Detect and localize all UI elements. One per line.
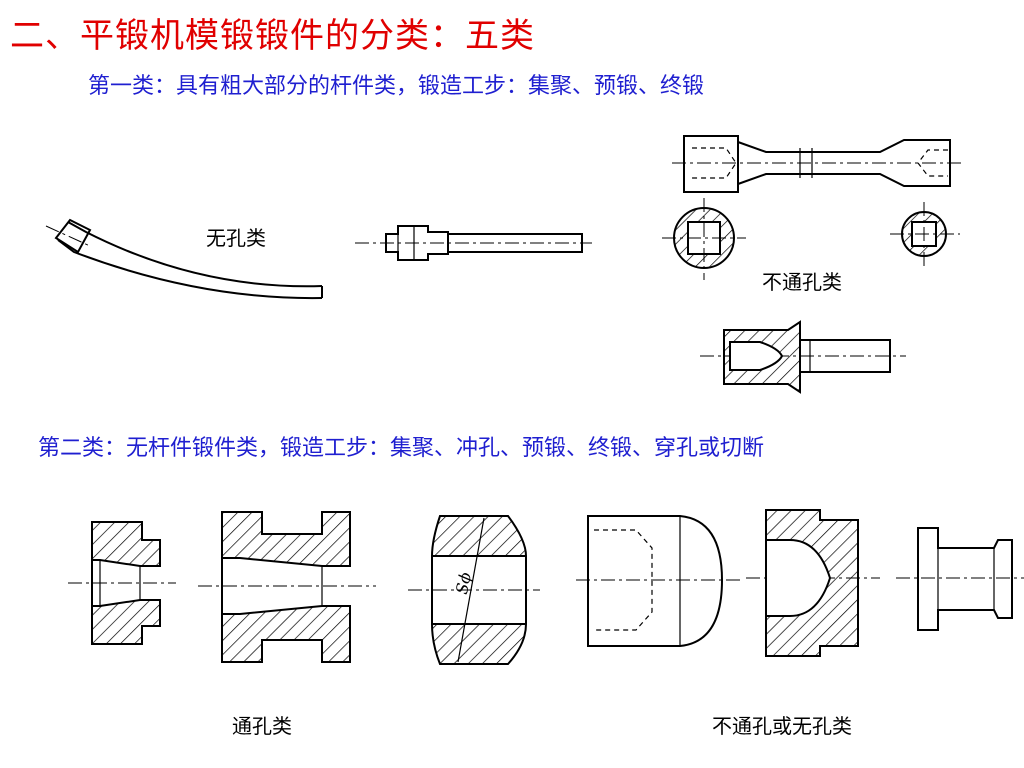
blind-hole-dome-part <box>576 515 744 647</box>
label-blind-or-no-hole: 不通孔或无孔类 <box>712 714 852 738</box>
label-no-hole: 无孔类 <box>206 226 266 250</box>
socket-shaft-drawing <box>672 135 962 193</box>
cross-section-right <box>890 202 960 266</box>
dimension-mark: Sϕ <box>452 571 475 596</box>
spherical-part: Sϕ <box>408 515 540 665</box>
blind-hole-part-drawing <box>700 320 906 394</box>
flanged-spool-part <box>896 527 1024 631</box>
headed-rod-drawing <box>355 225 592 261</box>
category-2-heading: 第二类：无杆件锻件类，锻造工步：集聚、冲孔、预锻、终锻、穿孔或切断 <box>38 436 765 461</box>
label-through-hole: 通孔类 <box>232 714 292 738</box>
label-blind-hole: 不通孔类 <box>762 270 842 294</box>
blind-hole-cup-part <box>746 509 880 657</box>
cross-section-left <box>662 198 746 280</box>
through-hole-part-2 <box>198 511 376 663</box>
page-title: 二、平锻机模锻锻件的分类：五类 <box>10 16 535 56</box>
through-hole-part-1 <box>68 521 176 645</box>
category-1-heading: 第一类：具有粗大部分的杆件类，锻造工步：集聚、预锻、终锻 <box>88 74 705 99</box>
curved-rod-drawing <box>45 218 323 300</box>
